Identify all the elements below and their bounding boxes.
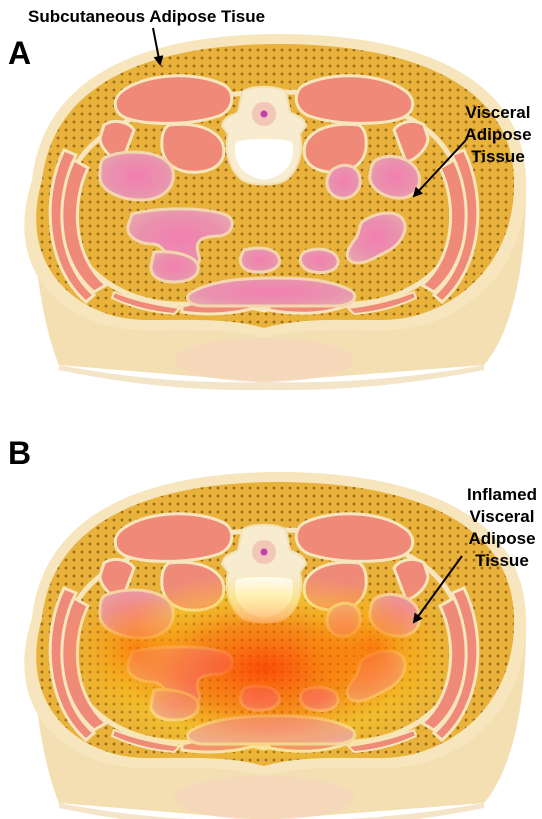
visceral-label-line-1: Visceral — [466, 103, 531, 122]
inflamed-label-line-3: Adipose — [468, 529, 535, 548]
panel-a-cross-section — [24, 34, 526, 390]
inflamed-label-line-4: Tissue — [475, 551, 529, 570]
inflamed-label-line-1: Inflamed — [467, 485, 537, 504]
panel-a-letter: A — [8, 35, 31, 71]
inflamed-label-line-2: Visceral — [470, 507, 535, 526]
visceral-label-line-2: Adipose — [464, 125, 531, 144]
panel-b-cross-section — [24, 472, 526, 819]
visceral-label-line-3: Tissue — [471, 147, 525, 166]
inflammation-glow-left — [64, 583, 204, 713]
panel-b-letter: B — [8, 435, 31, 471]
subcutaneous-label: Subcutaneous Adipose Tisue — [28, 7, 265, 26]
